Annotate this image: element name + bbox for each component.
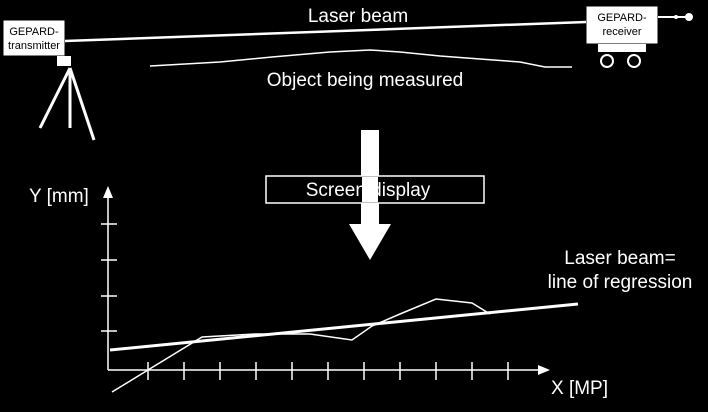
- regression-line: [109, 302, 579, 352]
- gepard-receiver-icon: [585, 5, 693, 68]
- transmitter-label-line1: GEPARD-: [9, 26, 59, 38]
- receiver-label-line1: GEPARD-: [597, 12, 647, 24]
- screen-display-label: Screen display: [306, 180, 431, 201]
- y-axis-label: Y [mm]: [29, 186, 89, 207]
- regression-label-line1: Laser beam=: [564, 248, 675, 269]
- y-axis-ticks: [101, 223, 117, 332]
- x-axis-ticks: [147, 362, 509, 380]
- object-profile-line: [149, 49, 572, 68]
- transmitter-label-line2: transmitter: [8, 40, 60, 52]
- measured-profile-line: [111, 298, 491, 393]
- regression-label-line2: line of regression: [548, 272, 693, 293]
- laser-beam-line: [64, 20, 587, 43]
- x-axis-label: X [MP]: [551, 378, 608, 399]
- laser-beam-label: Laser beam: [308, 6, 408, 27]
- receiver-label-line2: receiver: [602, 26, 641, 38]
- gepard-transmitter-icon: [2, 19, 96, 141]
- object-label: Object being measured: [267, 70, 463, 91]
- plot-axes: [103, 186, 550, 375]
